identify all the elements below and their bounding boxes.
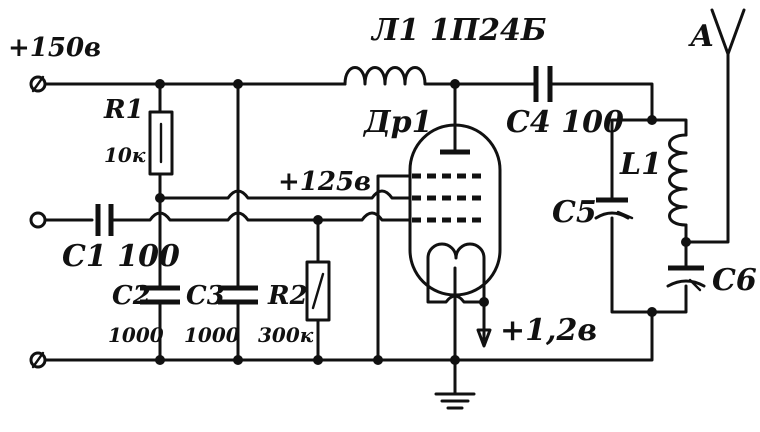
label-c4: С4 100 [506,105,624,140]
capacitor-c2 [140,196,180,362]
label-c5: С5 [552,195,597,230]
suppressor-grid-wire [376,174,412,362]
terminal-input [29,211,47,229]
vacuum-tube-l1 [408,82,502,297]
label-tube-l1: Л1 1П24Б [370,13,546,48]
label-r1-name: R1 [103,95,144,125]
label-c6: С6 [712,263,757,298]
antenna-icon [684,8,746,244]
label-plus-125v: +125в [278,167,371,197]
choke-dr1 [343,66,432,86]
screen-grid-wire [158,189,412,200]
label-antenna: А [688,19,714,54]
junction-dots [155,79,691,365]
label-choke-dr1: Др1 [362,105,433,140]
resistor-r2 [305,218,331,362]
label-l1: L1 [619,147,662,182]
input-wire [43,204,412,236]
resistor-r1 [148,82,174,200]
terminal-ground [29,351,47,369]
capacitor-c5 [594,197,634,220]
label-r2-value: 300к [258,323,314,347]
filament-wiring [426,266,492,362]
label-filament-1-2v: +1,2в [500,313,597,348]
capacitor-c6 [650,240,706,314]
label-c2-value: 1000 [108,323,164,347]
label-supply-150v: +150в [8,33,101,63]
terminal-plus-150v [29,75,47,93]
label-r2-name: R2 [267,281,308,311]
top-rail-wire [43,82,654,122]
label-c2-name: С2 [112,281,151,311]
capacitor-c3 [218,82,258,362]
bottom-rail-wire [43,310,654,362]
ground-icon [434,358,476,410]
label-c1: С1 100 [62,239,180,274]
capacitor-c4 [528,66,558,102]
label-c3-value: 1000 [184,323,240,347]
label-c3-name: С3 [186,281,225,311]
label-r1-value: 10к [104,143,146,167]
tank-left-wire [610,118,654,314]
